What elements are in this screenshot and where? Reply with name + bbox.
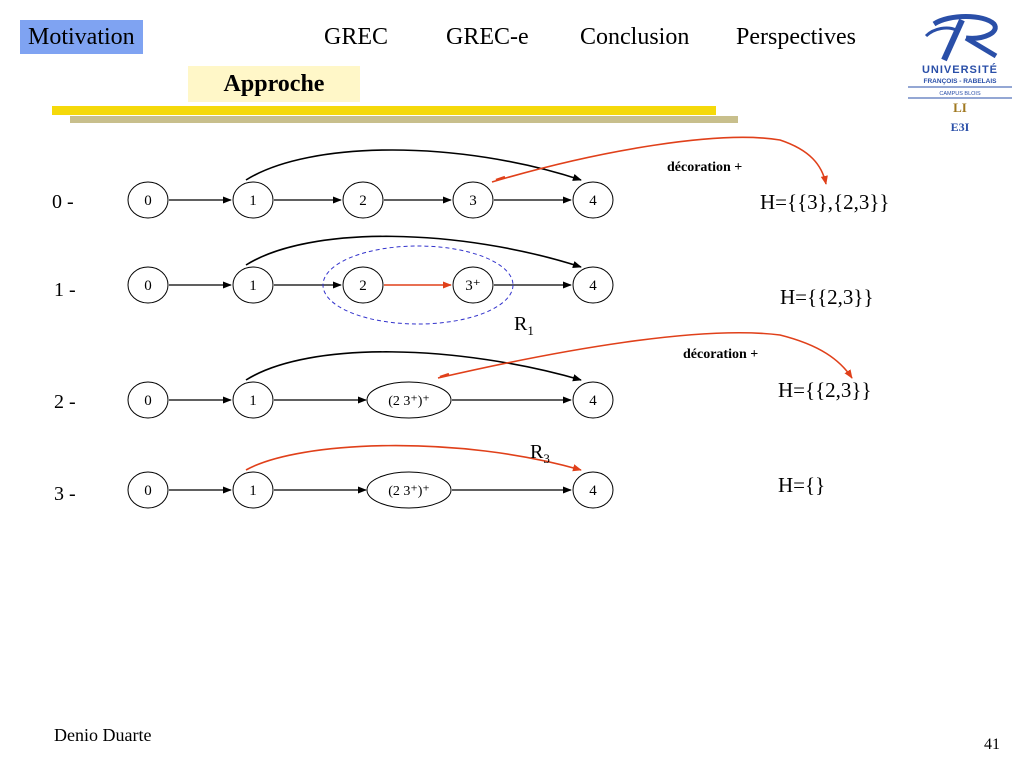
header-yellow-bar [52,106,716,115]
decoration-arrow-0 [491,136,828,185]
node-label: (2 3⁺)⁺ [388,484,430,499]
node-label: 1 [249,278,257,294]
node-label: 2 [359,278,367,294]
node [127,381,169,419]
h-set-0: H={{3},{2,3}} [760,190,890,214]
header-gray-bar [70,116,738,123]
r3-label: R3 [530,441,550,466]
decoration-tick-0 [495,175,506,182]
row-0-graph: 0 1 2 3 4 [127,149,614,219]
node [452,181,494,219]
node-label: 2 [359,193,367,209]
page-number: 41 [984,736,1000,753]
row-label-1: 1 - [54,279,76,301]
node [232,381,274,419]
row-1-graph: 0 1 2 3⁺ 4 [127,235,614,325]
decoration-tick-2 [439,372,450,379]
nav-motivation[interactable]: Motivation [20,20,143,54]
node-label: 0 [144,393,152,409]
node [572,381,614,419]
node [127,266,169,304]
node-label: 3⁺ [465,278,480,294]
node-label: 1 [249,193,257,209]
node-label: 4 [589,483,597,499]
node [366,381,452,419]
node [342,181,384,219]
node [127,471,169,509]
nav-conclusion[interactable]: Conclusion [580,24,690,50]
skip-edge [245,351,582,382]
logo-campus-text: FRANÇOIS - RABELAIS [924,78,998,85]
node [342,266,384,304]
decoration-label-0: décoration + [667,160,742,175]
decoration-label-2: décoration + [683,347,758,362]
decoration-arrow-2 [437,331,853,379]
row-label-2: 2 - [54,391,76,413]
logo-li-text: LI [953,100,967,115]
node [452,266,494,304]
node [572,471,614,509]
node [232,471,274,509]
row-label-0: 0 - [52,191,74,213]
node-label: 0 [144,483,152,499]
nav-grec[interactable]: GREC [324,24,389,50]
footer-author: Denio Duarte [54,725,152,745]
r1-label: R1 [514,313,534,338]
row-3-graph: 0 1 (2 3⁺)⁺ 4 [127,444,614,509]
node [232,266,274,304]
node [366,471,452,509]
h-set-3: H={} [778,473,825,497]
subtab-approche[interactable]: Approche [188,66,360,102]
logo-emi-text: E3I [951,120,970,134]
skip-edge [245,149,582,181]
node-label: 4 [589,393,597,409]
node-label: 0 [144,193,152,209]
node [232,181,274,219]
logo-sub-text: CAMPUS BLOIS [939,91,981,97]
node [572,181,614,219]
nav-perspectives[interactable]: Perspectives [736,24,856,50]
node-label: 4 [589,193,597,209]
node-label: (2 3⁺)⁺ [388,394,430,409]
node-label: 1 [249,393,257,409]
university-logo: UNIVERSITÉ FRANÇOIS - RABELAIS CAMPUS BL… [908,14,1012,134]
node-label: 4 [589,278,597,294]
node [572,266,614,304]
skip-edge [245,235,582,268]
logo-university-text: UNIVERSITÉ [922,63,998,76]
node-label: 1 [249,483,257,499]
node-label: 0 [144,278,152,294]
node-label: 3 [469,193,477,209]
node [127,181,169,219]
h-set-1: H={{2,3}} [780,285,874,309]
h-set-2: H={{2,3}} [778,378,872,402]
nav-grec-e[interactable]: GREC-e [446,24,529,50]
r1-dashed-region [322,245,514,325]
row-2-graph: 0 1 (2 3⁺)⁺ 4 [127,351,614,419]
row-label-3: 3 - [54,483,76,505]
red-skip-edge [245,444,582,472]
